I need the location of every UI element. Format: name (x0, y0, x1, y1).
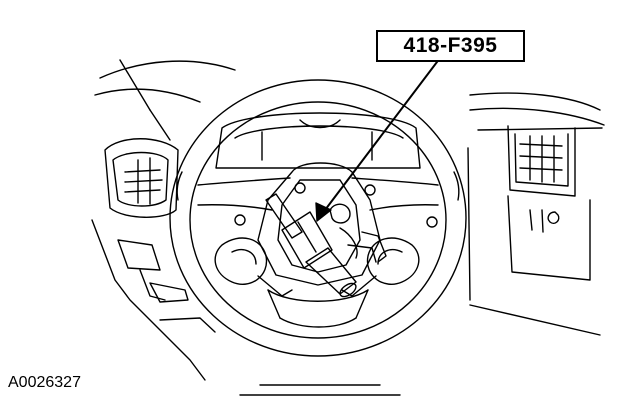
steering-wheel-rim (169, 79, 467, 357)
callout-leader-arrow (315, 57, 441, 222)
instrument-cluster (215, 112, 421, 169)
air-vent-left (124, 157, 163, 205)
speed-control-switch-right (341, 237, 420, 297)
dashboard-outline (91, 59, 605, 396)
air-vent-right (519, 135, 563, 183)
tool-callout-label: 418-F395 (403, 34, 498, 57)
tool-callout-box: 418-F395 (376, 30, 525, 62)
steering-wheel-hub (234, 162, 438, 286)
speed-control-switch-left (214, 237, 293, 297)
special-tool-418-f395 (265, 193, 357, 298)
figure-id-label: A0026327 (8, 374, 81, 391)
steering-wheel-spokes (197, 177, 439, 328)
